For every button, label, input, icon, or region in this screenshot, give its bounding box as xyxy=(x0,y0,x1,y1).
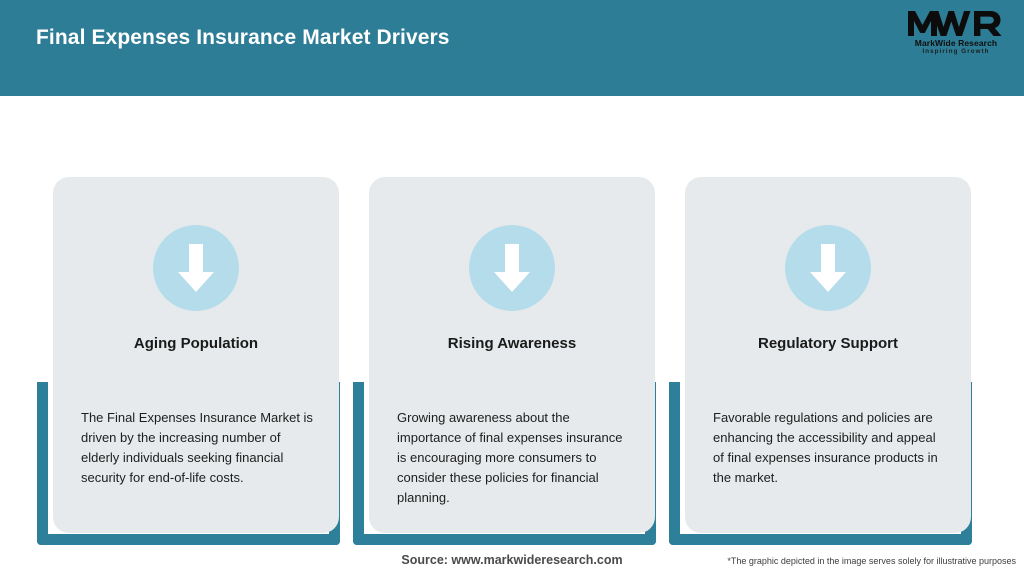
logo-tagline: Inspiring Growth xyxy=(922,47,990,55)
driver-cards-row: Aging Population The Final Expenses Insu… xyxy=(0,96,1024,551)
arrow-down-icon xyxy=(785,225,871,311)
card-body-text: Growing awareness about the importance o… xyxy=(397,410,623,505)
card-title: Rising Awareness xyxy=(447,335,577,352)
card-body-text: Favorable regulations and policies are e… xyxy=(713,410,938,485)
card-body-text: The Final Expenses Insurance Market is d… xyxy=(81,410,313,485)
driver-card-aging-population[interactable]: Aging Population The Final Expenses Insu… xyxy=(21,96,356,551)
card-surface: Aging Population The Final Expenses Insu… xyxy=(53,177,339,533)
source-note: Source: www.markwideresearch.com xyxy=(401,553,623,567)
page-title: Final Expenses Insurance Market Drivers xyxy=(36,26,450,49)
brand-logo: MarkWide Research Inspiring Growth xyxy=(902,8,1010,64)
card-surface: Rising Awareness Growing awareness about… xyxy=(369,177,655,533)
logo-mark-icon xyxy=(902,8,1010,38)
disclaimer-note: *The graphic depicted in the image serve… xyxy=(727,556,1016,566)
driver-card-rising-awareness[interactable]: Rising Awareness Growing awareness about… xyxy=(337,96,672,551)
card-surface: Regulatory Support Favorable regulations… xyxy=(685,177,971,533)
logo-company-name: MarkWide Research xyxy=(914,38,998,48)
card-title: Aging Population xyxy=(133,335,259,352)
card-title: Regulatory Support xyxy=(757,335,898,352)
header-bar: Final Expenses Insurance Market Drivers … xyxy=(0,0,1024,96)
arrow-down-icon xyxy=(153,225,239,311)
driver-card-regulatory-support[interactable]: Regulatory Support Favorable regulations… xyxy=(653,96,988,551)
arrow-down-icon xyxy=(469,225,555,311)
